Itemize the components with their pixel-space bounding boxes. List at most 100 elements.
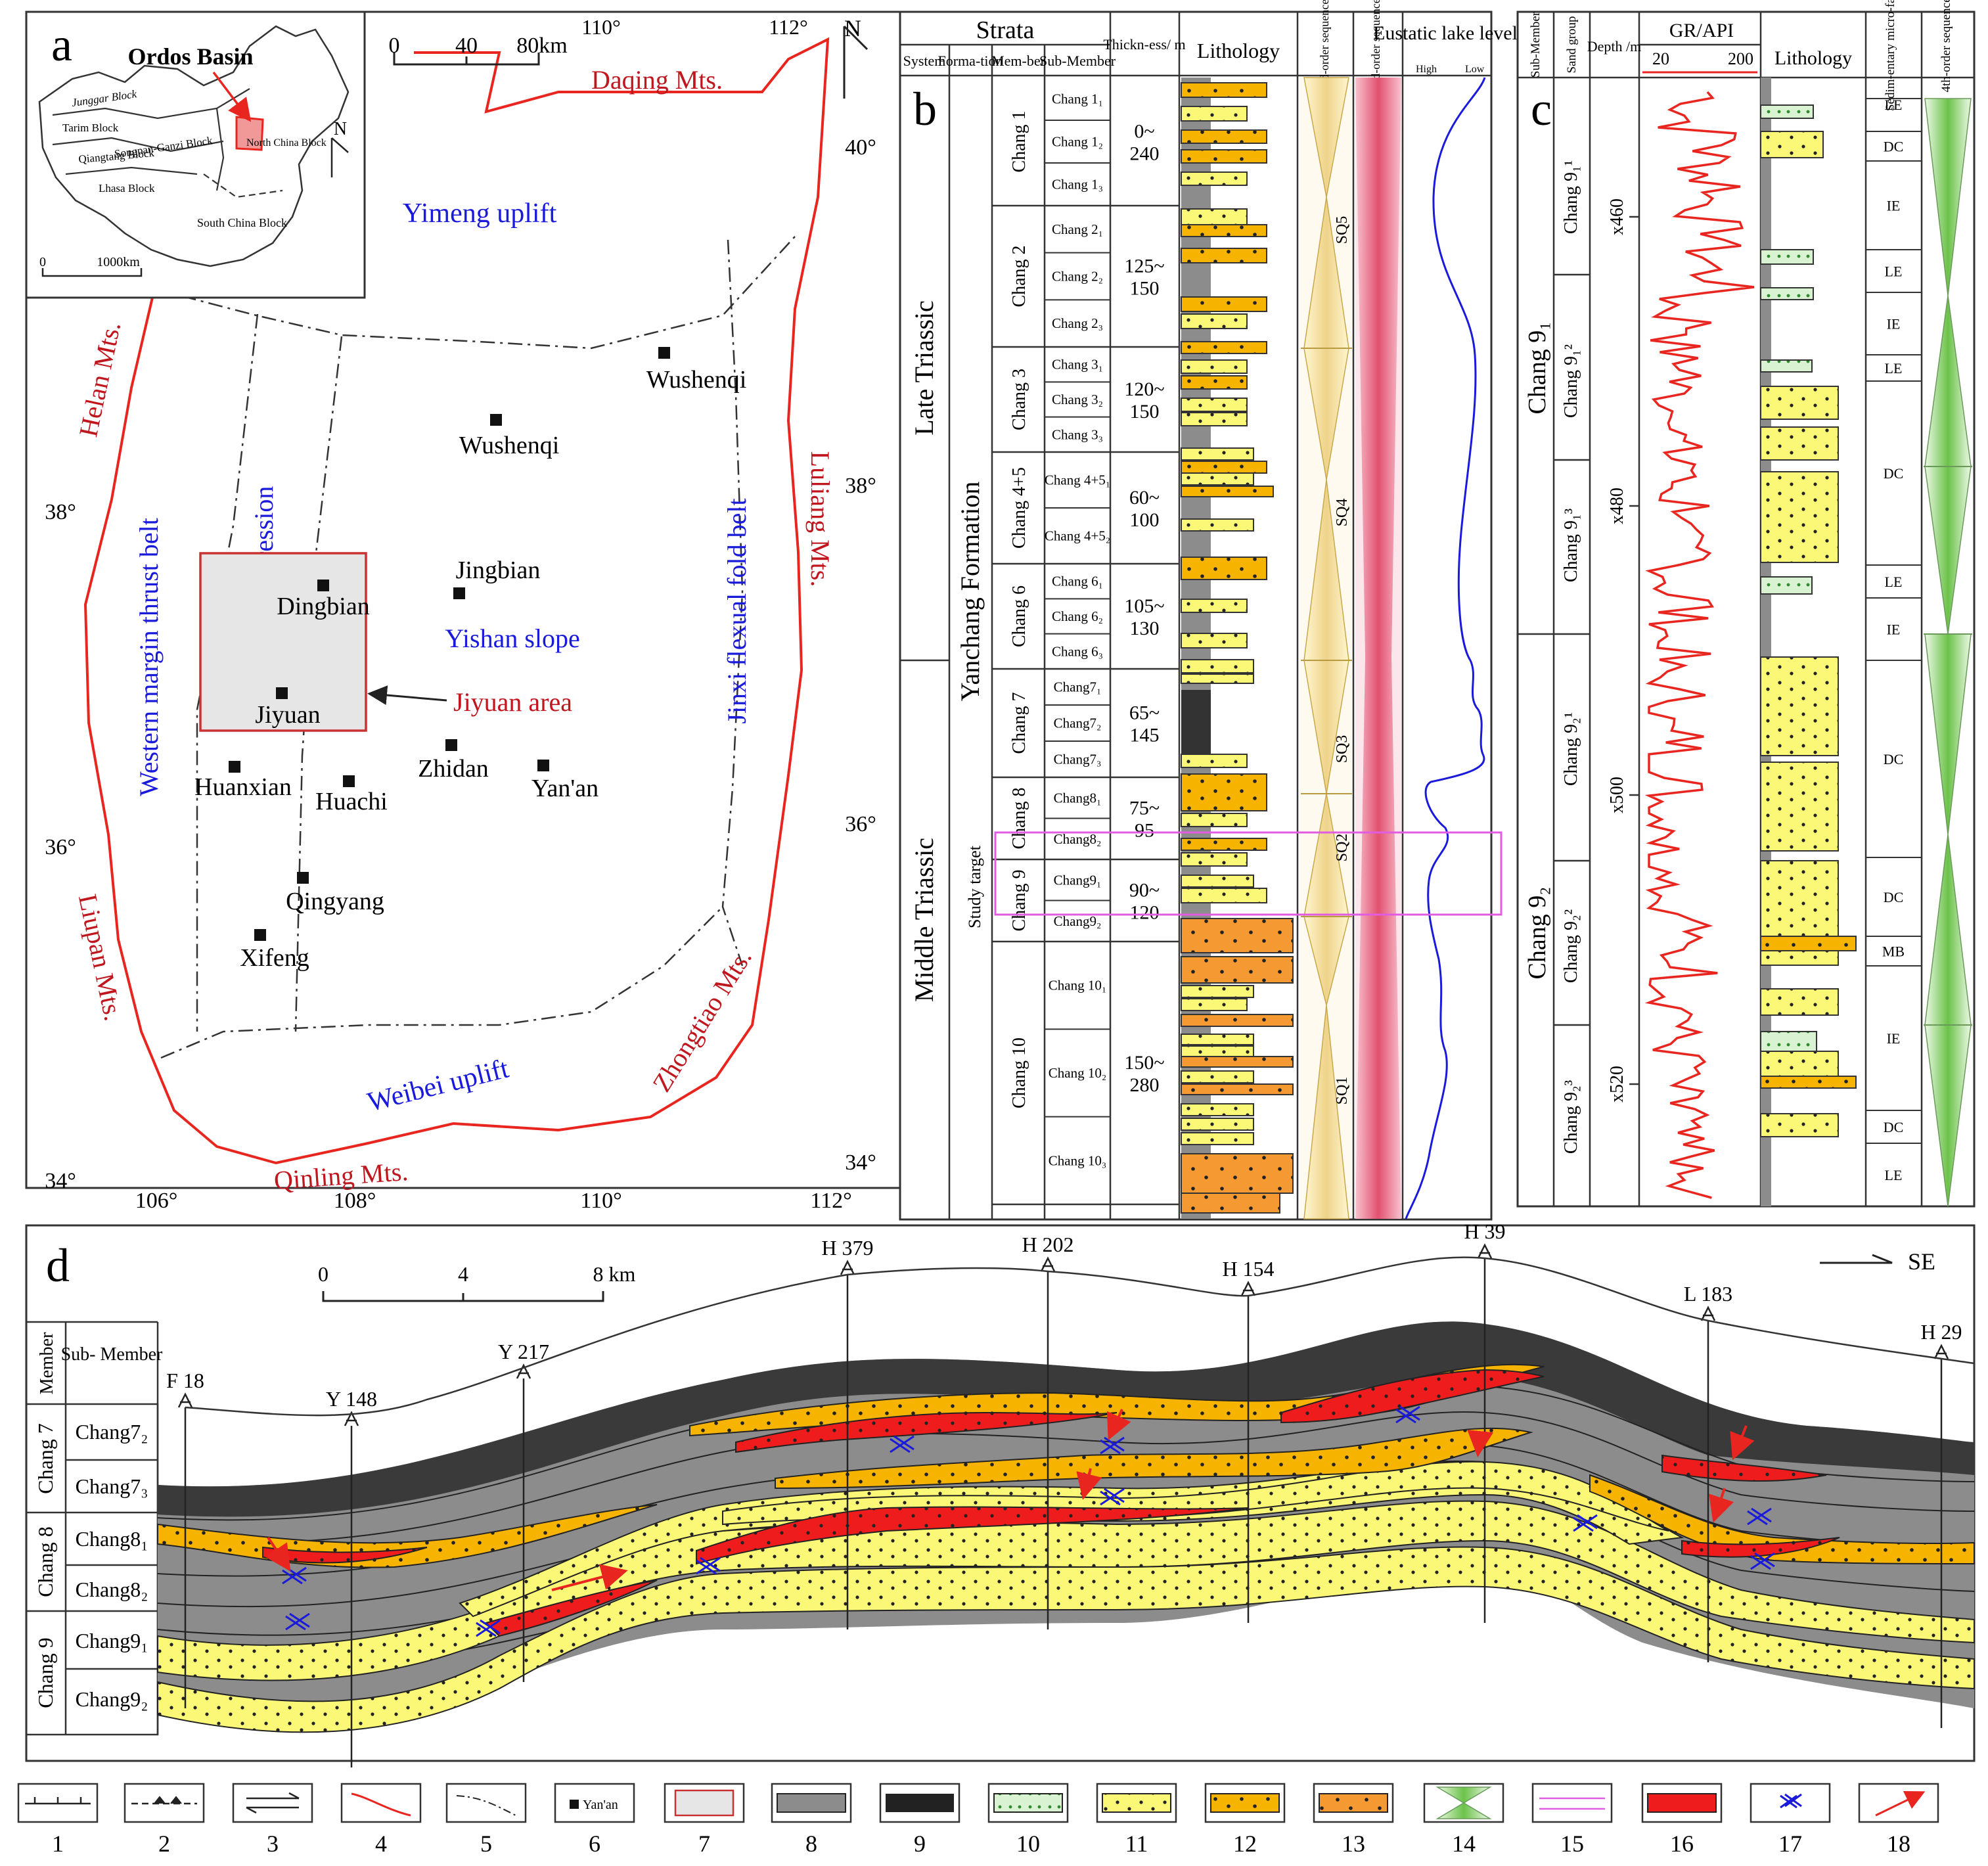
submember-label: Chang 3₁ [1052,357,1103,373]
member-label: Chang 9 [1009,869,1029,931]
section-sub-chang8-2: Chang8₂ [76,1578,148,1601]
lon-label-110-top: 110° [581,15,621,39]
lithology-bed [1181,918,1294,953]
inset-title: Ordos Basin [127,43,253,70]
legend-item-18: 18 [1858,1783,1939,1857]
inset-ordos-basin [235,116,264,151]
third-order-sequence: SQ5 SQ4 SQ3 SQ2 SQ1 [1299,77,1352,1219]
label-weibei-uplift: Weibei uplift [365,1053,512,1118]
legend-number: 11 [1125,1831,1148,1857]
section-header-submember: Sub- Member [61,1344,163,1365]
legend-number: 8 [805,1831,817,1857]
water-icon [282,1566,307,1585]
lithology-bed [1181,1056,1294,1068]
thickness-label: 75~ [1129,798,1160,819]
microfacies-label: LE [1885,97,1903,113]
col-header-fourth-order: 4th-order sequence [1939,0,1953,93]
system-middle-triassic: Middle Triassic [909,838,939,1002]
city-marker-jingbian [453,587,465,599]
microfacies-label: IE [1887,1030,1901,1047]
oil-body-y148 [262,1546,428,1564]
section-sub-chang9-2: Chang9₂ [76,1687,148,1711]
microfacies-label: IE [1887,316,1901,332]
sand-group-9-1-2: Chang 9₁² [1561,344,1581,418]
lon-label-112-top: 112° [769,15,808,39]
member-label: Chang 1 [1009,110,1029,172]
submember-label: Chang 2₁ [1052,221,1103,237]
panel-c-frame [1516,11,1976,1208]
direction-label: SE [1908,1248,1935,1275]
microfacies-label: MB [1882,944,1905,960]
seq-sq3: SQ3 [1334,735,1351,763]
strat-header-thickness: Thickn-ess/ m [1103,36,1185,53]
section-header-member: Member [37,1332,57,1395]
lithology-bed [1181,1045,1254,1057]
microfacies-label: LE [1885,360,1903,376]
submember-label: Chang7₂ [1054,716,1102,731]
well-derrick-icon [1040,1256,1056,1272]
sand-group-9-2-1: Chang 9₂¹ [1561,712,1581,786]
well-label: H 202 [1022,1233,1073,1256]
lithology-bed [1181,1132,1254,1145]
water-icon [1747,1507,1772,1526]
inset-map: Ordos Basin Junggar Block Tarim Block Qi… [25,11,366,299]
lithology-bed [1181,106,1248,122]
panel-b-stratigraphy: Strata System Forma-tion Mem-ber Sub-Mem… [899,0,1518,1221]
section-scale-0: 0 [318,1262,328,1286]
depth-x480: x480 [1607,488,1627,524]
map-north-arrow: N [843,15,869,99]
legend-number: 18 [1887,1831,1910,1857]
depth-x460: x460 [1607,198,1627,235]
section-scale-bar [322,1291,604,1302]
city-label-jiyuan: Jiyuan [255,701,320,729]
well-label: L 183 [1684,1282,1732,1306]
member-label: Chang 3 [1009,369,1029,430]
lithology-bed [1181,888,1267,903]
lithology-bed [1181,248,1267,263]
lithology-bed [1181,129,1267,144]
city-marker-huachi [343,775,355,787]
oil-body-chang7-east [1280,1369,1545,1424]
section-sub-chang8-1: Chang8₁ [76,1527,148,1551]
sand-body-chang9-2 [157,1546,1975,1733]
legend-item-5: 5 [445,1783,527,1857]
map-scale-bar: 0 40 80km [389,34,568,66]
lithology-bed [1181,633,1248,649]
col-lithology [1760,78,1857,1206]
label-liupan: Liupan Mts. [73,892,129,1024]
section-scale-4: 4 [458,1262,468,1286]
submember-label: Chang9₂ [1054,913,1102,929]
well-derrick-icon [1477,1243,1493,1259]
well-label: H 379 [821,1236,873,1260]
city-label-yanan: Yan'an [531,775,599,802]
lithology-bed [1181,1153,1294,1194]
col-header-depth: Depth /m [1587,38,1642,55]
legend-number: 17 [1778,1831,1802,1857]
lithology-bed [1181,1014,1294,1027]
legend-swatch [554,1783,635,1823]
city-label-qingyang: Qingyang [286,888,384,915]
strat-header-high: High [1416,64,1437,75]
submember-label: Chang 6₂ [1052,608,1103,624]
strat-header-submember: Sub-Member [1039,53,1116,69]
strat-lithology-column [1181,78,1294,1219]
lat-label-38-right: 38° [845,474,876,498]
col-header-gr-min: 20 [1652,49,1669,68]
section-scale-8: 8 km [593,1262,636,1286]
thickness-label: 0~ [1134,121,1154,143]
seq-sq1: SQ1 [1334,1077,1351,1105]
submember-chang9-1: Chang 9₁ [1524,322,1551,415]
well-label: H 154 [1222,1257,1274,1281]
thickness-label: 90~ [1129,880,1160,901]
water-icon [1100,1488,1125,1506]
lithology-bed [1181,82,1267,98]
section-member-chang9: Chang 9 [34,1637,57,1708]
submember-chang9-2: Chang 9₂ [1524,887,1551,980]
china-outline [38,25,350,267]
city-marker-wushenqi-1 [658,347,670,359]
depth-x500: x500 [1607,777,1627,813]
microfacies-label: DC [1884,1119,1904,1135]
label-yishan-slope: Yishan slope [445,624,580,653]
lithology-bed [1181,486,1274,497]
